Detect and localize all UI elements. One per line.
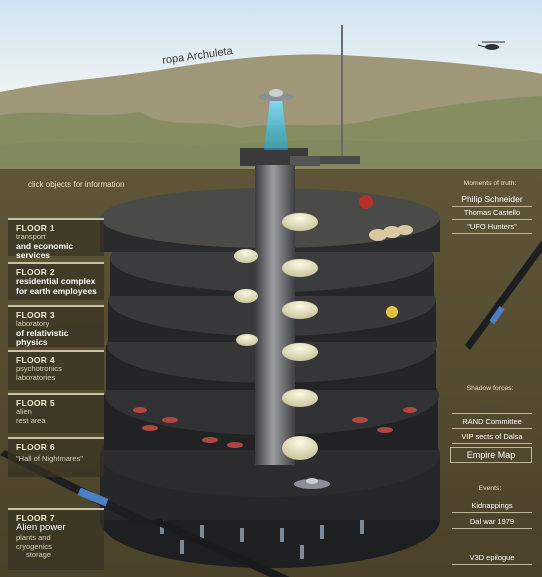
floor-5-button[interactable]: FLOOR 5 alien rest area: [8, 393, 104, 433]
radiation-symbol: [386, 306, 398, 318]
floor-3-title: FLOOR 3: [16, 310, 55, 320]
floor-2-title: FLOOR 2: [16, 267, 55, 277]
floor-7-desc-2: plants and: [16, 532, 51, 542]
floor-7-desc-3: cryogenics: [16, 541, 52, 551]
ufo-surface: [258, 89, 294, 101]
events-title: Events:: [478, 485, 502, 492]
floor-4-desc-2: laboratories: [16, 372, 56, 382]
floor-1-button[interactable]: FLOOR 1 transport and economic services: [8, 218, 104, 260]
shaft-domes: [234, 213, 318, 460]
floor-6-title: FLOOR 6: [16, 442, 55, 452]
floor-2-desc-1: residential complex: [16, 276, 96, 286]
floor-7-title: FLOOR 7: [16, 513, 55, 523]
floor-5-desc-2: rest area: [16, 415, 46, 425]
floor-1-title: FLOOR 1: [16, 223, 55, 233]
red-pods: [133, 407, 417, 448]
floor-5-title: FLOOR 5: [16, 398, 55, 408]
floor-6-desc-1: "Hall of Nightmares": [16, 454, 84, 463]
shadow-forces-title: Shadow forces:: [466, 385, 514, 392]
floor-7-button[interactable]: FLOOR 7 Alien power plants and cryogenic…: [8, 508, 104, 570]
tunnel-bottom: [150, 518, 290, 577]
floor-7-desc-1: Alien power: [16, 522, 66, 533]
instruction-hint: click objects for information: [28, 180, 125, 189]
floor-3-button[interactable]: FLOOR 3 laboratory of relativistic physi…: [8, 305, 104, 347]
surface-entrance-building: [240, 148, 360, 166]
floor-4-title: FLOOR 4: [16, 355, 55, 365]
link-dal-war-1979[interactable]: Dal war 1979: [452, 515, 532, 529]
floor-1-desc-2: and economic services: [16, 240, 74, 261]
floor-2-button[interactable]: FLOOR 2 residential complex for earth em…: [8, 262, 104, 300]
link-vip-sects[interactable]: VIP sects of Dalsa: [452, 430, 532, 444]
link-trilateral[interactable]: Trilateral: [452, 400, 532, 414]
link-thomas-castello[interactable]: Thomas Castello: [452, 206, 532, 220]
helicopter: [477, 41, 505, 50]
epilogue-link[interactable]: V3D epilogue: [452, 551, 532, 565]
floor-3-desc-1: laboratory: [16, 319, 50, 328]
floor-2-desc-2: for earth employees: [16, 285, 97, 296]
floor-5-desc-1: alien: [16, 407, 32, 416]
empire-map-button[interactable]: Empire Map: [450, 447, 532, 463]
ufo-beam: [264, 100, 288, 150]
tunnel-right: [465, 240, 542, 350]
floor-3-desc-2: of relativistic physics: [16, 327, 69, 348]
link-philip-schneider[interactable]: Philip Schneider: [452, 192, 532, 207]
pods-floor-1: [369, 225, 413, 241]
link-rand-committee[interactable]: RAND Committee: [452, 415, 532, 429]
floor-4-desc-1: psychotronics: [16, 364, 62, 373]
floor-6-button[interactable]: FLOOR 6 "Hall of Nightmares": [8, 437, 104, 477]
ufo-hangar: [294, 478, 330, 489]
red-disk: [359, 195, 373, 209]
floor-7-desc-4: storage: [26, 550, 52, 560]
floor-4-button[interactable]: FLOOR 4 psychotronics laboratories: [8, 350, 104, 390]
moments-title: Moments of truth:: [463, 180, 517, 187]
floor-1-desc-1: transport: [16, 232, 46, 241]
link-kidnappings[interactable]: Kidnappings: [452, 499, 532, 513]
link-ufo-hunters[interactable]: "UFO Hunters": [452, 220, 532, 234]
